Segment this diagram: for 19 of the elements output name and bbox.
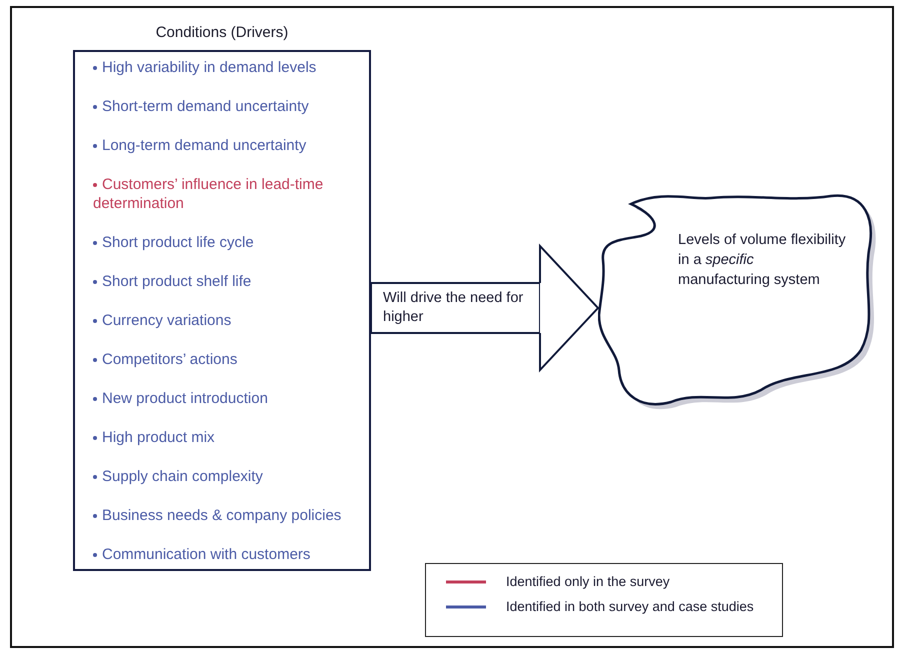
list-item: New product introduction: [93, 389, 365, 408]
legend-text: Identified in both survey and case studies: [506, 599, 754, 614]
legend-text: Identified only in the survey: [506, 574, 670, 589]
list-item: Communication with customers: [93, 545, 365, 564]
list-item: High variability in demand levels: [93, 58, 365, 77]
list-item: Supply chain complexity: [93, 467, 365, 486]
box-heading: Conditions (Drivers): [154, 24, 290, 41]
list-item: High product mix: [93, 428, 365, 447]
list-item: Short-term demand uncertainty: [93, 97, 365, 116]
list-item: Long-term demand uncertainty: [93, 136, 365, 155]
cloud-text: Levels of volume flexibility in a specific manufacturing system: [678, 231, 847, 290]
list-item: Currency variations: [93, 311, 365, 330]
list-item: Customers’ influence in lead-time determination: [93, 175, 365, 213]
list-item: Business needs & company policies: [93, 506, 365, 525]
edge-label: Will drive the need for higher: [372, 284, 539, 332]
list-item: Short product shelf life: [93, 272, 365, 291]
list-item: Short product life cycle: [93, 233, 365, 252]
list-item: Competitors’ actions: [93, 350, 365, 369]
conditions-box: [73, 50, 371, 571]
